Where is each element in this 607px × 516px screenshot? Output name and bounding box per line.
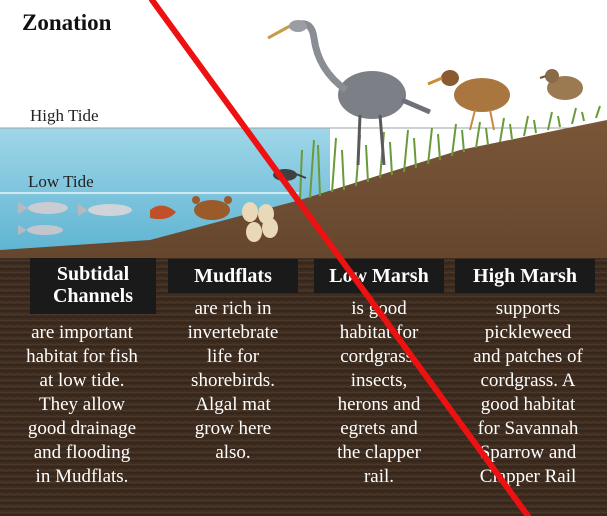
zone-description-high-marsh: supports pickleweed and patches of cordg… — [450, 297, 606, 489]
sparrow-icon — [540, 69, 583, 100]
high-tide-label: High Tide — [30, 106, 99, 126]
diagram-title: Zonation — [22, 10, 111, 36]
zone-description-mudflats: are rich in invertebrate life for shoreb… — [162, 297, 304, 465]
zone-description-low-marsh: is good habitat for cordgrass, insects, … — [308, 297, 450, 489]
zone-header-mudflats: Mudflats — [168, 259, 298, 293]
zone-header-subtidal-channels: Subtidal Channels — [30, 258, 156, 314]
zone-description-subtidal-channels: are important habitat for fish at low ti… — [4, 321, 160, 489]
clapper-rail-icon — [428, 70, 510, 130]
zone-header-high-marsh: High Marsh — [455, 259, 595, 293]
low-tide-label: Low Tide — [28, 172, 94, 192]
zone-header-low-marsh: Low Marsh — [314, 259, 444, 293]
